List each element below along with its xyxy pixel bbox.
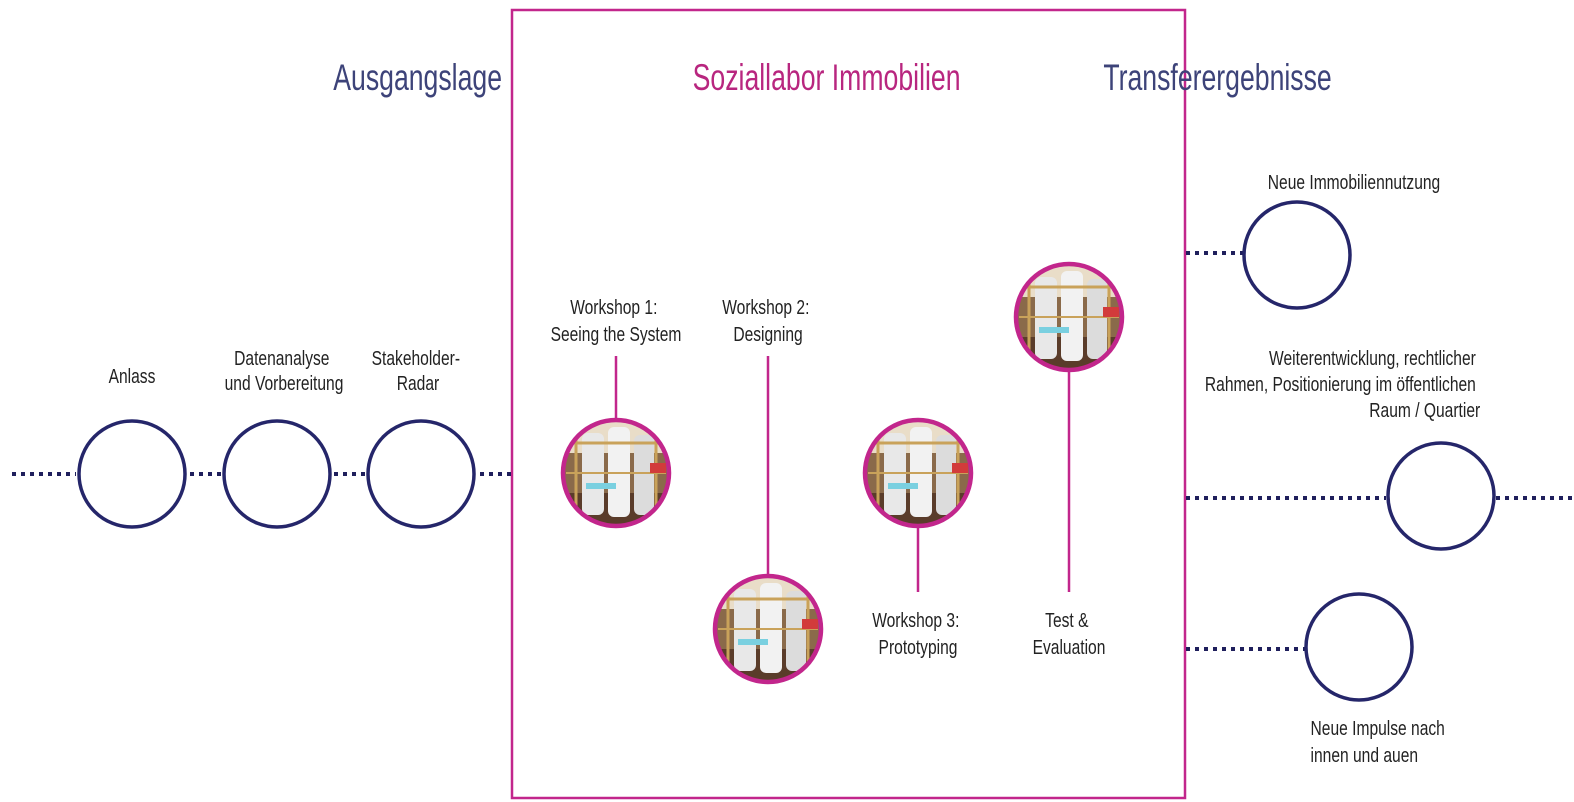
stage-label-datenanalyse: Datenanalyse und Vorbereitung xyxy=(225,347,344,394)
workshop-3-label: Workshop 3: Prototyping xyxy=(872,609,964,658)
result-node-immobiliennutzung xyxy=(1242,200,1352,310)
stage-label-anlass: Anlass xyxy=(109,365,156,387)
workshop-1-label: Workshop 1: Seeing the System xyxy=(551,296,682,345)
result-label-immobiliennutzung: Neue Immobiliennutzung xyxy=(1268,171,1440,193)
result-node-weiterentwicklung xyxy=(1386,441,1496,551)
section-title-soziallabor: Soziallabor Immobilien xyxy=(693,57,961,98)
result-node-impulse xyxy=(1304,592,1414,702)
workshop-2-photo xyxy=(708,569,828,689)
section-title-ausgangslage: Ausgangslage xyxy=(333,57,502,98)
stage-node-stakeholder-radar xyxy=(366,419,476,529)
stage-node-datenanalyse xyxy=(222,419,332,529)
workshop-1-photo xyxy=(556,413,676,533)
workshop-3-photo xyxy=(858,413,978,533)
test-evaluation-label: Test & Evaluation xyxy=(1033,609,1106,658)
stage-label-stakeholder-radar: Stakeholder- Radar xyxy=(372,347,465,394)
result-label-impulse: Neue Impulse nach innen und auen xyxy=(1311,717,1450,766)
result-label-weiterentwicklung: Weiterentwicklung, rechtlicher Rahmen, P… xyxy=(1205,347,1480,421)
section-title-transferergebnisse: Transferergebnisse xyxy=(1103,57,1331,98)
stage-node-anlass xyxy=(77,419,187,529)
test-evaluation-photo xyxy=(1009,257,1129,377)
soziallabor-frame xyxy=(510,8,1187,800)
workshop-2-label: Workshop 2: Designing xyxy=(722,296,814,345)
